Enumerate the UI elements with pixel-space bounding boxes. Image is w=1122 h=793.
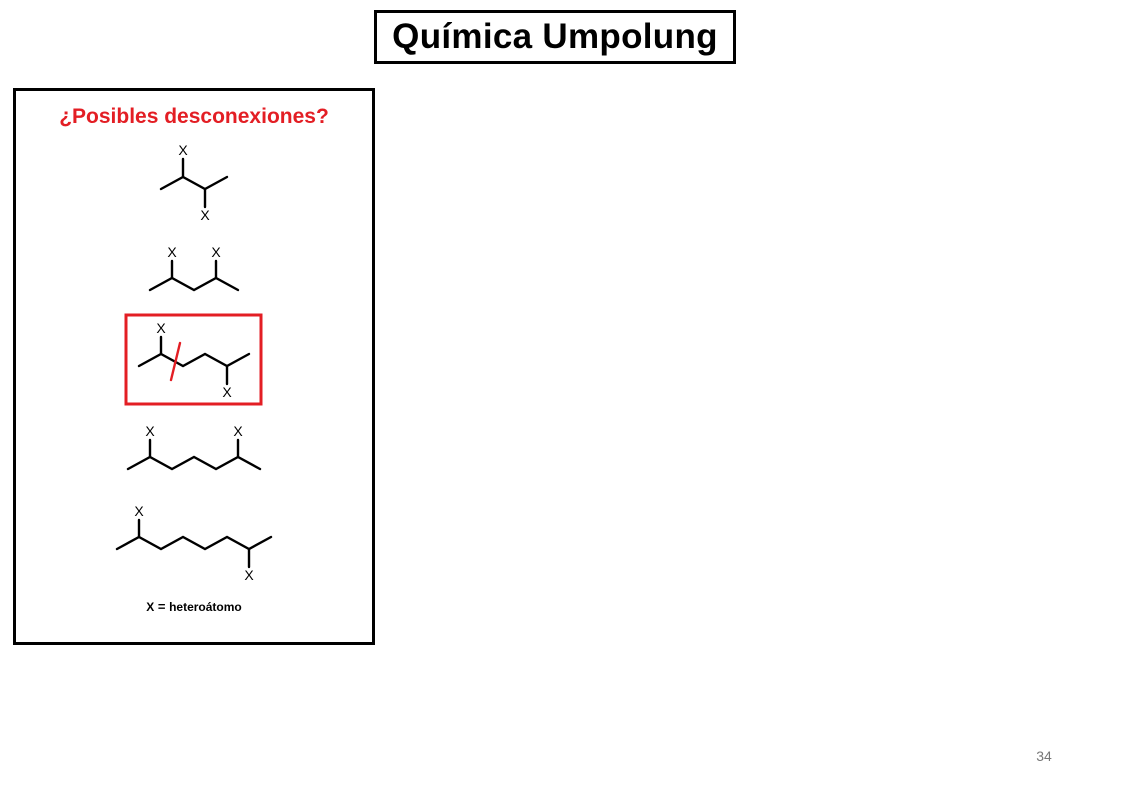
legend-symbol: X	[146, 600, 155, 614]
slide-title: Química Umpolung	[392, 17, 718, 56]
page-number: 34	[1036, 748, 1052, 764]
disconnections-panel: ¿Posibles desconexiones? X = heteroátomo	[13, 88, 375, 645]
legend: X = heteroátomo	[16, 599, 372, 614]
legend-text: heteroátomo	[169, 600, 242, 614]
panel-heading: ¿Posibles desconexiones?	[59, 105, 329, 128]
legend-equals: =	[154, 599, 170, 614]
slide-title-box: Química Umpolung	[374, 10, 736, 64]
